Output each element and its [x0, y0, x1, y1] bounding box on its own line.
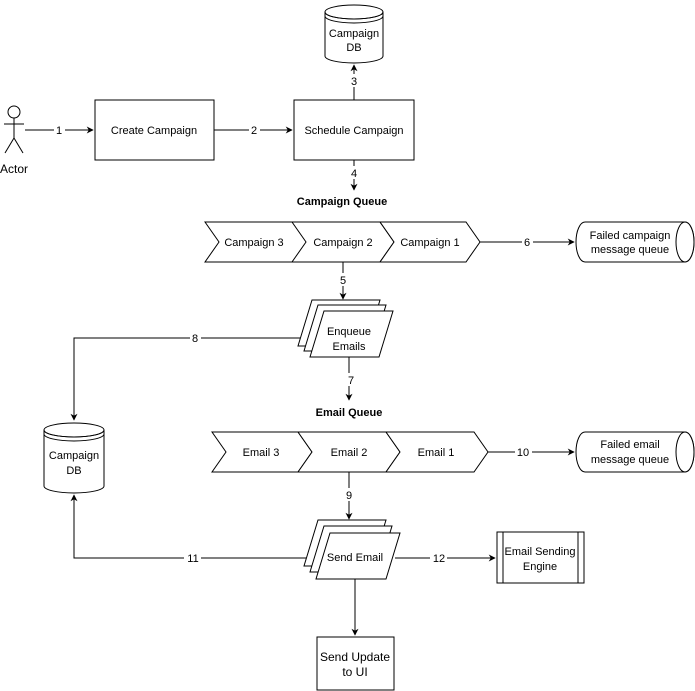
failed-email-queue-label-1: Failed email [600, 439, 659, 451]
email-1-label: Email 1 [418, 447, 455, 459]
send-email-stack [303, 519, 401, 580]
email-queue-chevrons [211, 431, 489, 473]
email-2-label: Email 2 [331, 447, 368, 459]
campaign-queue-title: Campaign Queue [297, 196, 387, 208]
edge-3-label: 3 [351, 76, 357, 88]
enqueue-emails-label-1: Enqueue [327, 326, 371, 338]
campaign-db-left-label-1: Campaign [49, 450, 99, 462]
edge-5-label: 5 [340, 275, 346, 287]
enqueue-emails-stack [297, 299, 394, 358]
failed-email-queue-cylinder [575, 431, 695, 473]
edge-8 [70, 337, 300, 421]
email-1-chevron [385, 431, 489, 473]
enqueue-emails-label-2: Emails [332, 341, 366, 353]
campaign-1-label: Campaign 1 [400, 237, 459, 249]
edge-4-label: 4 [351, 168, 357, 180]
edge-6-label: 6 [524, 237, 530, 249]
send-update-ui-label-1: Send Update [320, 650, 390, 664]
actor-label: Actor [0, 162, 28, 176]
campaign-db-left-cylinder [43, 422, 105, 494]
edge-9-label: 9 [346, 490, 352, 502]
failed-campaign-queue-label-2: message queue [591, 244, 669, 256]
campaign-1-chevron [379, 221, 481, 263]
email-sending-engine-label-2: Engine [523, 561, 557, 573]
campaign-3-label: Campaign 3 [224, 237, 283, 249]
send-update-ui-box [316, 636, 395, 691]
edge-7-label: 7 [348, 375, 354, 387]
edge-1-label: 1 [56, 125, 62, 137]
campaign-db-top-label-1: Campaign [329, 28, 379, 40]
edge-11-label: 11 [187, 553, 198, 565]
campaign-db-left-label-2: DB [66, 465, 81, 477]
email-queue-title: Email Queue [316, 407, 383, 419]
failed-email-queue-label-2: message queue [591, 454, 669, 466]
edge-8-label: 8 [192, 333, 198, 345]
actor-figure [4, 105, 24, 154]
campaign-2-label: Campaign 2 [313, 237, 372, 249]
edge-11 [70, 494, 306, 559]
create-campaign-box [94, 99, 215, 161]
create-campaign-label: Create Campaign [111, 125, 197, 137]
email-sending-engine-box [496, 531, 585, 584]
email-3-label: Email 3 [243, 447, 280, 459]
send-email-label: Send Email [327, 552, 383, 564]
edge-2-label: 2 [251, 125, 257, 137]
schedule-campaign-label: Schedule Campaign [304, 125, 403, 137]
campaign-db-top-label-2: DB [346, 42, 361, 54]
campaign-queue-chevrons [204, 221, 481, 263]
failed-campaign-queue-label-1: Failed campaign [590, 230, 671, 242]
edge-12-label: 12 [433, 553, 445, 565]
failed-campaign-queue-cylinder [575, 221, 695, 263]
edge-10-label: 10 [517, 447, 529, 459]
campaign-db-top-cylinder [324, 4, 384, 64]
send-update-ui-label-2: to UI [342, 665, 367, 679]
email-sending-engine-label-1: Email Sending [505, 546, 576, 558]
